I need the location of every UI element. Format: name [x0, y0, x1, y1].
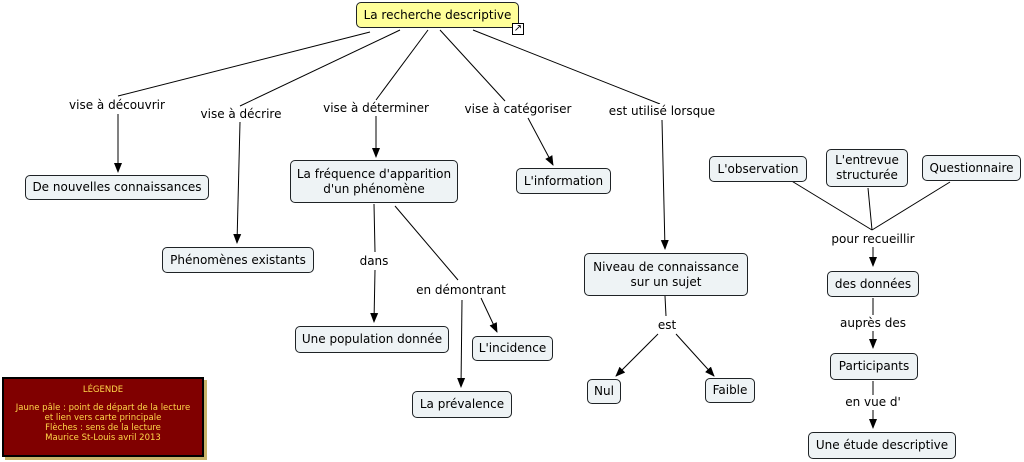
link-label-est-utilise-lorsque: est utilisé lorsque [606, 104, 718, 118]
legend-box: LÉGENDE Jaune pâle : point de départ de … [2, 377, 204, 457]
link-label-en-demontrant: en démontrant [414, 283, 508, 297]
external-link-icon[interactable]: ↗ [512, 23, 524, 35]
link-label-en-vue-d: en vue d' [843, 395, 903, 409]
node-une-etude-descriptive: Une étude descriptive [808, 432, 956, 459]
link-label-dans: dans [357, 254, 391, 268]
node-la-recherche-descriptive[interactable]: La recherche descriptive [356, 2, 519, 28]
node-participants: Participants [830, 353, 918, 380]
node-incidence: L'incidence [472, 336, 553, 361]
link-label-aupres-des: auprès des [838, 316, 908, 330]
node-une-population-donnee: Une population donnée [295, 326, 449, 353]
node-frequence-apparition: La fréquence d'apparition d'un phénomène [290, 160, 458, 203]
node-la-prevalence: La prévalence [412, 391, 512, 418]
node-nul: Nul [587, 379, 621, 404]
node-phenomenes-existants: Phénomènes existants [162, 247, 314, 273]
link-label-vise-a-decouvrir: vise à découvrir [67, 98, 167, 112]
node-observation: L'observation [709, 156, 807, 182]
node-niveau-connaissance: Niveau de connaissance sur un sujet [584, 253, 748, 296]
link-label-vise-a-decrire: vise à décrire [198, 107, 284, 121]
node-faible: Faible [705, 378, 755, 403]
node-des-donnees: des données [827, 271, 919, 297]
link-label-vise-a-determiner: vise à déterminer [321, 101, 431, 115]
legend-title: LÉGENDE [82, 385, 124, 395]
node-information: L'information [516, 168, 611, 194]
link-label-est: est [655, 318, 679, 332]
link-label-vise-a-categoriser: vise à catégoriser [462, 102, 574, 116]
node-questionnaire: Questionnaire [922, 155, 1021, 181]
link-label-pour-recueillir: pour recueillir [829, 232, 917, 246]
node-de-nouvelles-connaissances: De nouvelles connaissances [25, 175, 209, 200]
node-entrevue-structuree: L'entrevue structurée [826, 149, 908, 187]
legend-text: Jaune pâle : point de départ de la lectu… [15, 403, 191, 443]
